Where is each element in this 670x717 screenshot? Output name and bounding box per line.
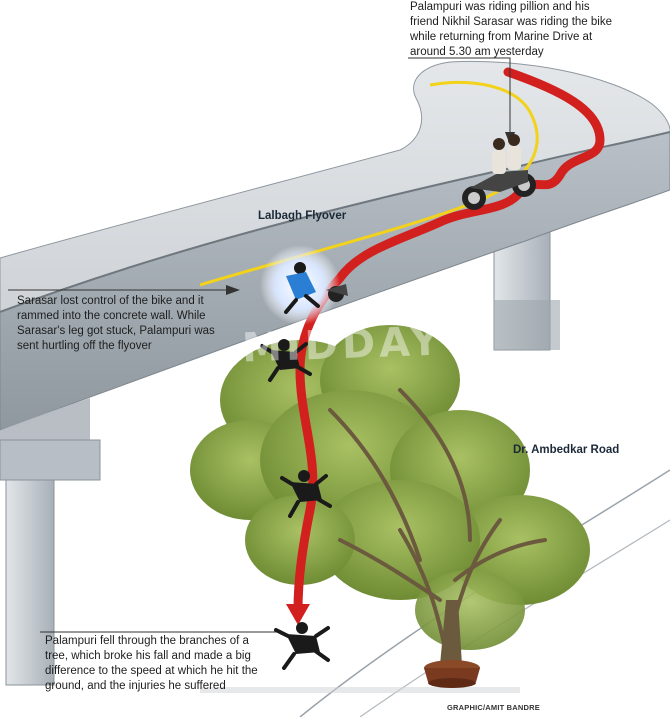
top-caption-pointer [408, 57, 511, 140]
label-lalbagh-flyover: Lalbagh Flyover [258, 210, 347, 222]
crashed-rider [284, 262, 348, 314]
caption-crash: Sarasar lost control of the bike and it … [17, 295, 215, 352]
motorcycle-riders [462, 134, 536, 210]
tree [190, 325, 590, 667]
caption-riding: Palampuri was riding pillion and his fri… [410, 1, 612, 58]
falling-figure-1 [260, 339, 312, 382]
caption-fall: Palampuri fell through the branches of a… [45, 635, 258, 692]
trajectory-trail [293, 67, 605, 615]
watermark: MIDDAY [241, 318, 444, 372]
graphic-credit: GRAPHIC/AMIT BANDRE [447, 703, 540, 712]
label-ambedkar-road: Dr. Ambedkar Road [513, 444, 620, 456]
falling-figure-2 [280, 470, 332, 518]
falling-figure-3 [274, 622, 330, 670]
tree-pot [424, 660, 480, 688]
trail-arrowhead [286, 604, 310, 625]
